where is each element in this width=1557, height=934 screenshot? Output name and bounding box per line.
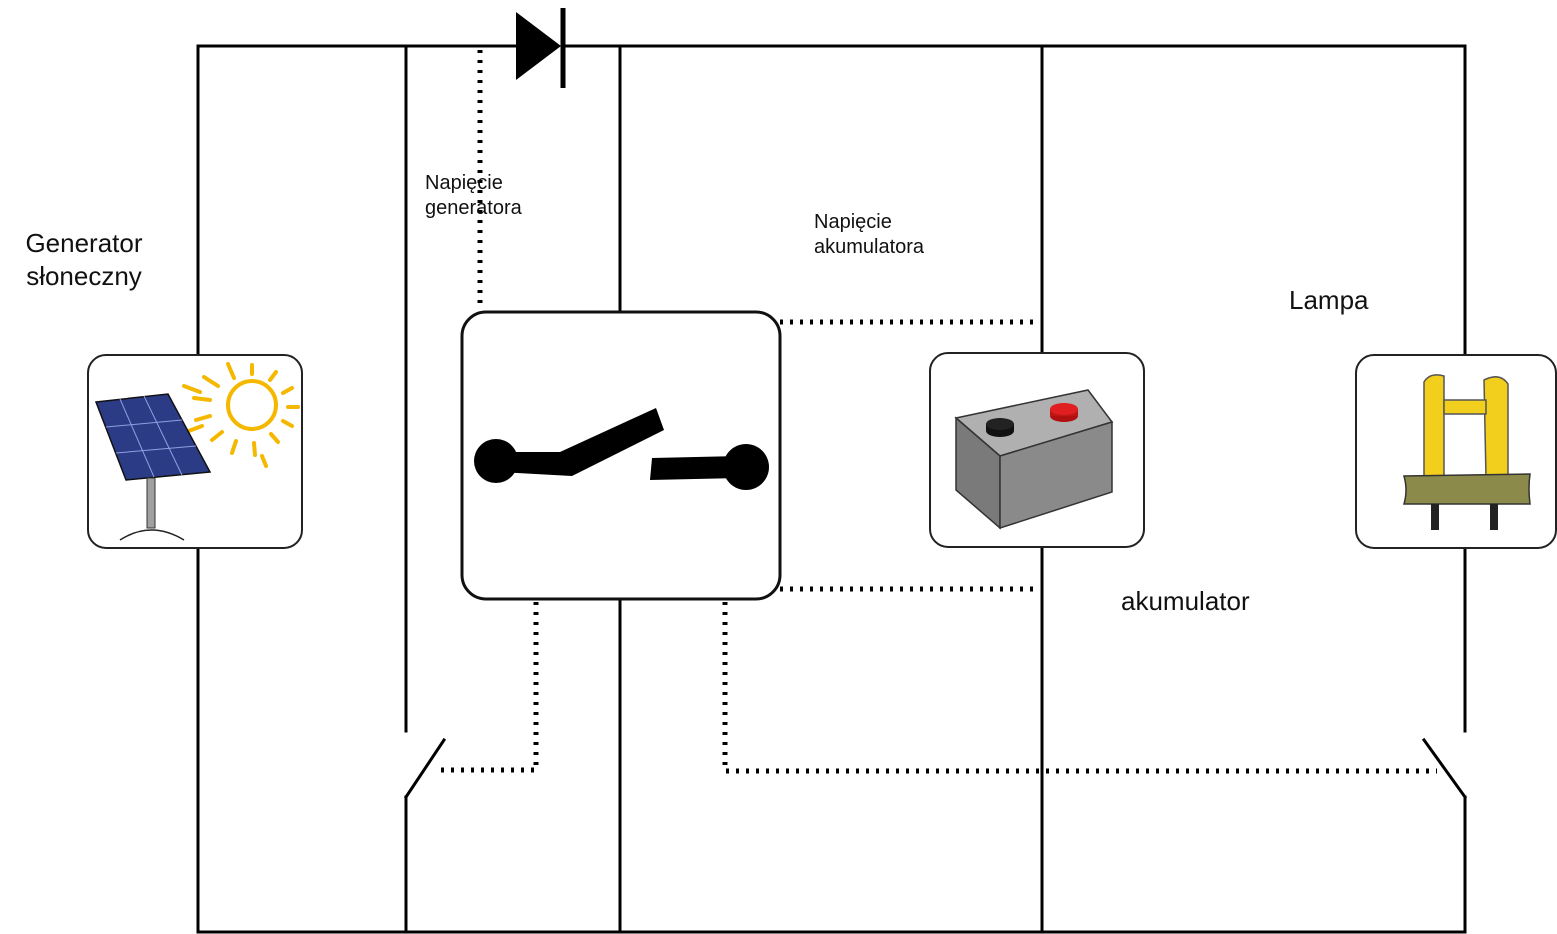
battery-label: akumulator [1121,586,1250,616]
diode-icon [516,8,566,88]
solar-panel-with-sun-icon [87,354,303,549]
generator-voltage-label-line-2: generatora [425,197,522,219]
battery-voltage-label: Napięcie akumulatora [814,210,924,260]
solar-generator-label: Generator słoneczny [0,227,168,292]
battery-icon [929,352,1145,548]
relay-switch-2-blade [1421,737,1468,800]
battery-voltage-label-line-1: Napięcie [814,211,892,233]
generator-voltage-label: Napięcie generatora [425,171,522,221]
solar-generator-label-line-1: Generator [25,228,143,258]
lamp-label: Lampa [1289,285,1369,315]
solar-generator-label-line-2: słoneczny [26,260,142,291]
dotted-lines [436,50,1437,774]
wires [196,44,1468,934]
compact-fluorescent-lamp-icon [1355,354,1557,549]
control-line-switch-2 [722,602,1437,774]
control-line-switch-1 [436,602,539,773]
open-switch-icon [460,310,782,601]
relay-switch-1-blade [403,737,447,800]
battery-voltage-label-line-2: akumulatora [814,236,925,258]
generator-voltage-label-line-1: Napięcie [425,172,503,194]
